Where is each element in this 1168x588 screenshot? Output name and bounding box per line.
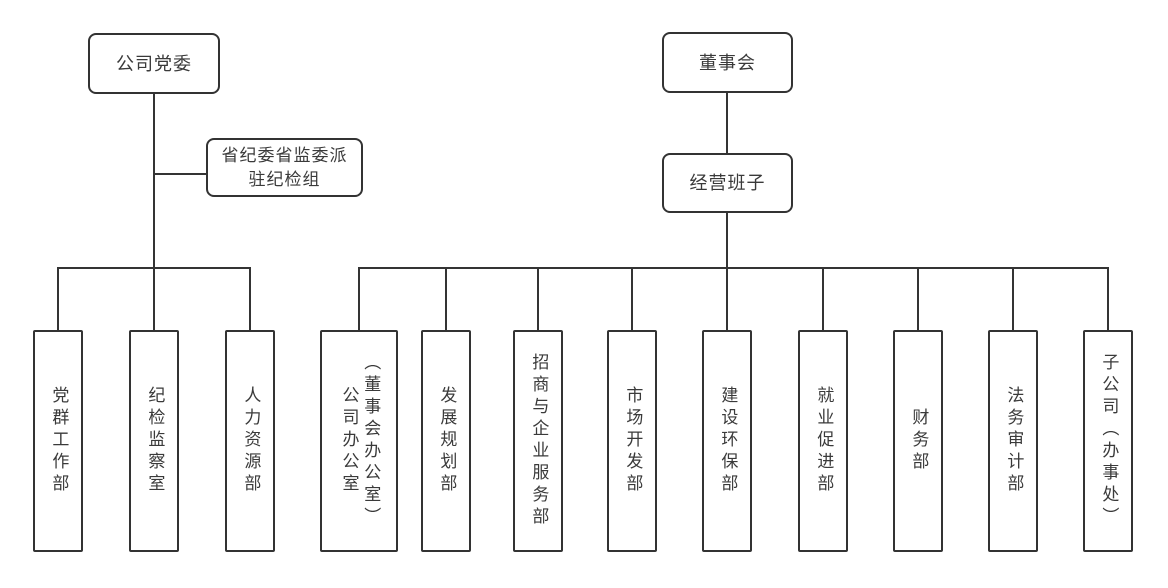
node-label: 经营班子 [689, 173, 766, 193]
node-label: 董事会 [699, 52, 756, 73]
node-label: 人力资源部 [241, 386, 261, 496]
node-label-line: 省纪委省监委派 [221, 145, 348, 165]
node-label: 党群工作部 [49, 386, 69, 496]
node-market-development-dept: 市场开发部 [607, 330, 657, 552]
node-board-of-directors: 董事会 [662, 32, 793, 93]
node-label: 财务部 [909, 408, 929, 474]
node-company-party-committee: 公司党委 [88, 33, 220, 94]
node-development-planning-dept: 发展规划部 [421, 330, 471, 552]
node-label: 子公司（办事处） [1099, 353, 1119, 529]
node-label-line: 驻纪检组 [248, 169, 321, 189]
node-label: 法务审计部 [1004, 386, 1024, 496]
node-label-line: （董事会办公室） [361, 353, 381, 529]
node-label: 公司党委 [116, 53, 192, 74]
node-discipline-inspection-supervision-office: 纪检监察室 [129, 330, 179, 552]
node-label: 就业促进部 [814, 386, 834, 496]
node-label-line: 公司办公室 [339, 386, 359, 496]
node-label: 招商与企业服务部 [529, 353, 549, 529]
node-provincial-discipline-inspection-group: 省纪委省监委派 驻纪检组 [206, 138, 363, 197]
node-construction-environmental-dept: 建设环保部 [702, 330, 752, 552]
node-party-masses-work-dept: 党群工作部 [33, 330, 83, 552]
node-label: 发展规划部 [437, 386, 457, 496]
node-human-resources-dept: 人力资源部 [225, 330, 275, 552]
node-subsidiaries-offices: 子公司（办事处） [1083, 330, 1133, 552]
node-legal-audit-dept: 法务审计部 [988, 330, 1038, 552]
node-company-office-board-office: 公司办公室 （董事会办公室） [320, 330, 398, 552]
node-investment-enterprise-service-dept: 招商与企业服务部 [513, 330, 563, 552]
node-management-team: 经营班子 [662, 153, 793, 213]
node-finance-dept: 财务部 [893, 330, 943, 552]
node-employment-promotion-dept: 就业促进部 [798, 330, 848, 552]
node-label: 纪检监察室 [145, 386, 165, 496]
node-label: 市场开发部 [623, 386, 643, 496]
node-label: 建设环保部 [718, 386, 738, 496]
